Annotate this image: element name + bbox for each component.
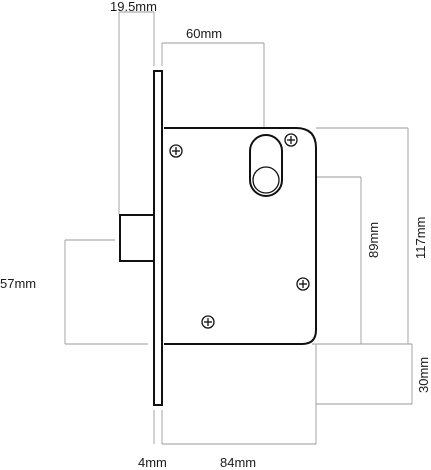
height-89-label: 89mm <box>366 222 381 258</box>
height-30-label: 30mm <box>416 357 431 393</box>
latch-bolt <box>119 214 155 262</box>
cylinder-hole-inner <box>252 166 280 194</box>
backset-label: 19.5mm <box>110 0 157 14</box>
screw-icon <box>201 315 215 329</box>
lock-drawing <box>119 70 317 406</box>
screw-icon <box>169 144 183 158</box>
forend-height-label: 57mm <box>0 276 36 291</box>
lock-case <box>164 127 317 345</box>
height-117-label: 117mm <box>413 217 428 259</box>
screw-icon <box>296 277 310 291</box>
screw-icon <box>284 133 298 147</box>
case-width-label: 84mm <box>220 455 256 470</box>
forend-plate <box>153 70 163 406</box>
forend-thickness-label: 4mm <box>138 455 167 470</box>
dimension-lines <box>64 11 413 445</box>
cylinder-offset-label: 60mm <box>186 26 222 41</box>
